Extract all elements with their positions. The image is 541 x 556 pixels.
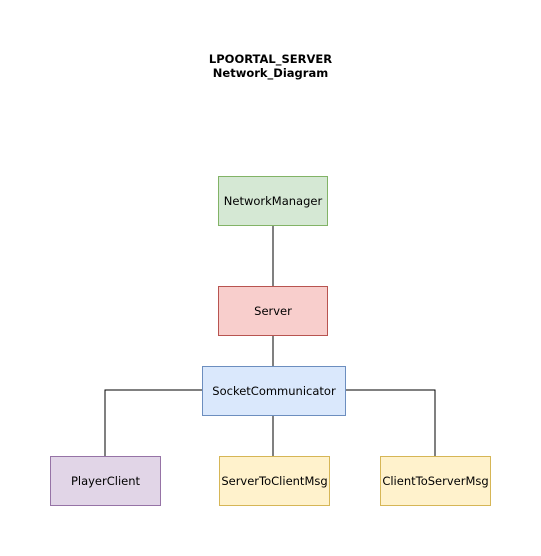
node-player-client-label: PlayerClient [70,474,141,488]
diagram-title: LPOORTAL_SERVER Network_Diagram [0,52,541,80]
node-network-manager[interactable]: NetworkManager [218,176,328,226]
node-socket-communicator[interactable]: SocketCommunicator [202,366,346,416]
node-server-label: Server [254,304,292,318]
node-network-manager-label: NetworkManager [223,194,323,208]
diagram-title-line-2: Network_Diagram [212,66,329,80]
node-player-client[interactable]: PlayerClient [50,456,161,506]
edge-socketcommunicator-clienttoservermsg [345,389,436,456]
edge-socketcommunicator-playerclient [104,389,203,456]
node-socket-communicator-label: SocketCommunicator [212,384,336,398]
node-server[interactable]: Server [218,286,328,336]
node-server-to-client-msg-label: ServerToClientMsg [221,474,328,488]
diagram-title-line-1: LPOORTAL_SERVER [208,52,333,66]
node-client-to-server-msg-label: ClientToServerMsg [382,474,489,488]
node-client-to-server-msg[interactable]: ClientToServerMsg [380,456,491,506]
node-server-to-client-msg[interactable]: ServerToClientMsg [219,456,330,506]
